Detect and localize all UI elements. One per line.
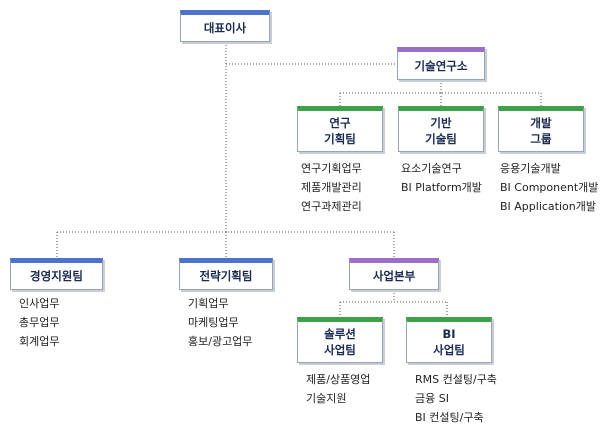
task-item: 연구기획업무 <box>301 162 362 175</box>
team-label-line: 연구 <box>329 116 351 130</box>
division-label: 경영지원팀 <box>30 269 83 283</box>
ceo-label: 대표이사 <box>203 21 247 35</box>
task-item: 제품개발관리 <box>301 181 362 194</box>
team-label-line: 사업팀 <box>324 343 356 357</box>
task-item: 연구과제관리 <box>301 200 362 213</box>
solution-business-team-box: 솔루션 사업팀 <box>297 317 383 363</box>
task-item: BI Component개발 <box>500 181 599 194</box>
team-label-line: 그룹 <box>530 132 552 146</box>
task-item: 홍보/광고업무 <box>188 335 253 348</box>
team-label-line: 기술팀 <box>425 132 457 146</box>
strategy-planning-team-box: 전략기획팀 <box>179 258 273 290</box>
team-label-line: 사업팀 <box>433 343 465 357</box>
task-item: 회계업무 <box>19 335 60 348</box>
division-label: 전략기획팀 <box>199 269 253 283</box>
management-support-tasks: 인사업무 총무업무 회계업무 <box>19 294 59 351</box>
task-item: BI Application개발 <box>500 200 596 213</box>
research-center-box: 기술연구소 <box>397 47 485 80</box>
task-item: 기획업무 <box>188 297 229 310</box>
base-tech-team-box: 기반 기술팀 <box>398 106 484 152</box>
business-hq-box: 사업본부 <box>349 258 439 290</box>
task-item: RMS 컨설팅/구축 <box>415 373 497 386</box>
task-item: 요소기술연구 <box>401 162 462 175</box>
dev-group-tasks: 응용기술개발 BI Component개발 BI Application개발 <box>500 159 598 216</box>
task-item: BI 컨설팅/구축 <box>415 411 484 424</box>
team-label-line: 기획팀 <box>324 132 356 146</box>
research-center-label: 기술연구소 <box>414 58 468 73</box>
team-label-line: BI <box>442 327 456 341</box>
team-label-line: 기반 <box>430 116 452 130</box>
solution-business-tasks: 제품/상품영업 기술지원 <box>306 370 370 408</box>
dev-group-box: 개발 그룹 <box>498 106 584 152</box>
task-item: 총무업무 <box>19 316 60 329</box>
base-tech-tasks: 요소기술연구 BI Platform개발 <box>401 159 482 197</box>
team-label-line: 솔루션 <box>324 327 356 341</box>
ceo-box: 대표이사 <box>180 10 270 42</box>
management-support-team-box: 경영지원팀 <box>10 258 103 290</box>
bi-business-team-box: BI 사업팀 <box>406 317 492 363</box>
strategy-planning-tasks: 기획업무 마케팅업무 홍보/광고업무 <box>188 294 252 351</box>
task-item: 기술지원 <box>306 392 347 405</box>
task-item: 응용기술개발 <box>500 162 561 175</box>
research-planning-team-box: 연구 기획팀 <box>297 106 383 152</box>
task-item: 마케팅업무 <box>188 316 239 329</box>
task-item: BI Platform개발 <box>401 181 482 194</box>
task-item: 인사업무 <box>19 297 60 310</box>
team-label-line: 개발 <box>530 116 552 130</box>
task-item: 금융 SI <box>415 392 449 405</box>
division-label: 사업본부 <box>372 269 416 283</box>
research-planning-tasks: 연구기획업무 제품개발관리 연구과제관리 <box>301 159 362 216</box>
bi-business-tasks: RMS 컨설팅/구축 금융 SI BI 컨설팅/구축 <box>415 370 497 427</box>
task-item: 제품/상품영업 <box>306 373 371 386</box>
